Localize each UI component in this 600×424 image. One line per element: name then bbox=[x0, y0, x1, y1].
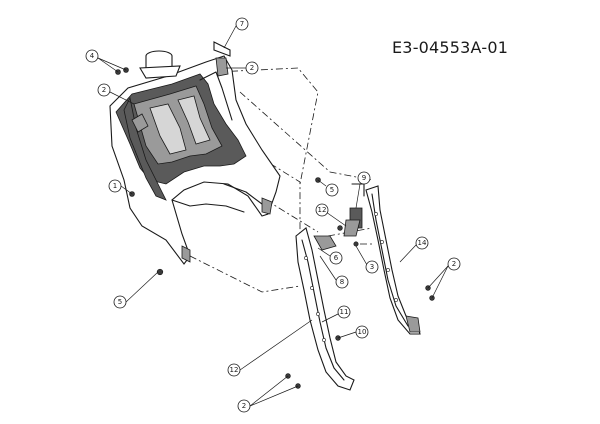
svg-text:6: 6 bbox=[334, 254, 339, 262]
left-handle-bar bbox=[295, 227, 355, 391]
svg-text:14: 14 bbox=[418, 239, 427, 247]
callout-12-bottom: 12 bbox=[227, 363, 241, 377]
svg-text:7: 7 bbox=[240, 20, 244, 28]
callout-6: 6 bbox=[329, 251, 343, 265]
diagram-code: E3-04553A-01 bbox=[392, 38, 509, 57]
callout-11: 11 bbox=[337, 305, 351, 319]
callout-12-middle: 12 bbox=[315, 203, 329, 217]
leader-lines bbox=[97, 25, 449, 407]
svg-text:5: 5 bbox=[330, 186, 334, 194]
callout-5-middle: 5 bbox=[325, 183, 339, 197]
svg-text:5: 5 bbox=[118, 298, 122, 306]
svg-text:12: 12 bbox=[230, 366, 239, 374]
callout-3: 3 bbox=[365, 260, 379, 274]
callout-14: 14 bbox=[415, 236, 429, 250]
callout-4: 4 bbox=[85, 49, 99, 63]
callout-7: 7 bbox=[235, 17, 249, 31]
callout-10: 10 bbox=[355, 325, 369, 339]
svg-text:3: 3 bbox=[370, 263, 374, 271]
callout-2-top-right: 2 bbox=[245, 61, 259, 75]
svg-text:2: 2 bbox=[250, 64, 254, 72]
callout-2-left: 2 bbox=[97, 83, 111, 97]
callout-9: 9 bbox=[357, 171, 371, 185]
svg-text:2: 2 bbox=[102, 86, 106, 94]
callout-5-bottom-left: 5 bbox=[113, 295, 127, 309]
svg-text:2: 2 bbox=[242, 402, 246, 410]
callout-1: 1 bbox=[108, 179, 122, 193]
callout-2-bottom: 2 bbox=[237, 399, 251, 413]
svg-text:1: 1 bbox=[113, 182, 117, 190]
callout-2-right: 2 bbox=[447, 257, 461, 271]
callouts: 7 4 2 2 1 5 9 5 12 6 3 8 14 2 11 10 12 2 bbox=[85, 17, 461, 413]
svg-text:10: 10 bbox=[358, 328, 367, 336]
svg-text:8: 8 bbox=[340, 278, 344, 286]
svg-text:2: 2 bbox=[452, 260, 456, 268]
callout-8: 8 bbox=[335, 275, 349, 289]
svg-text:11: 11 bbox=[340, 308, 349, 316]
svg-text:4: 4 bbox=[90, 52, 95, 60]
svg-text:12: 12 bbox=[318, 206, 327, 214]
svg-text:9: 9 bbox=[362, 174, 366, 182]
right-handle-bar bbox=[365, 185, 421, 335]
small-brackets bbox=[285, 183, 435, 389]
body-housing bbox=[109, 41, 281, 265]
